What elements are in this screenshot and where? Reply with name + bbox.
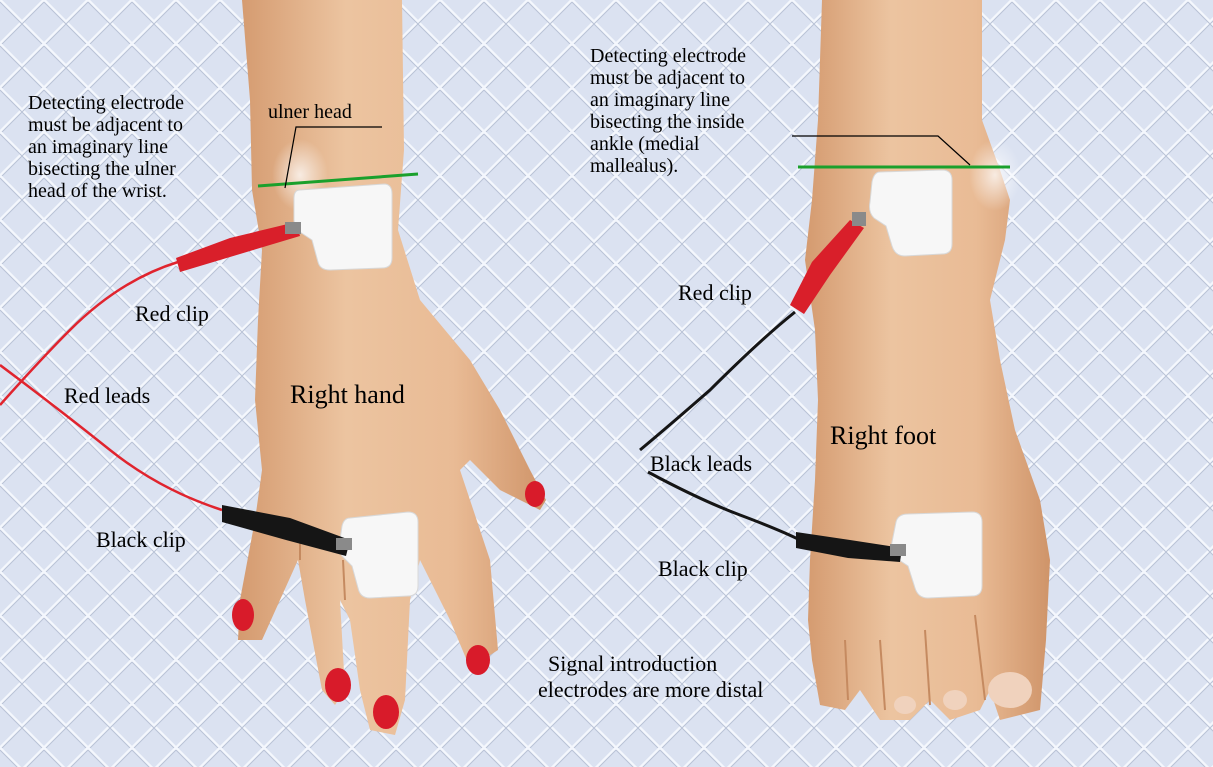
black-clip-toe-jaw — [890, 544, 906, 556]
note-line: must be adjacent to — [28, 114, 184, 136]
caption-line: Signal introduction — [548, 651, 763, 677]
note-line: an imaginary line — [590, 89, 746, 111]
fingernail — [232, 599, 254, 631]
fingernail — [325, 668, 351, 702]
toenail — [894, 696, 916, 714]
foot-black-clip-label: Black clip — [658, 557, 748, 581]
black-clip-jaw — [336, 538, 352, 550]
note-line: head of the wrist. — [28, 180, 184, 202]
foot-red-clip-label: Red clip — [678, 281, 752, 305]
signal-electrodes-caption: Signal introduction electrodes are more … — [548, 651, 763, 703]
red-clip-ankle-jaw — [852, 212, 866, 226]
hand-red-clip-label: Red clip — [135, 302, 209, 326]
note-line: an imaginary line — [28, 136, 184, 158]
fingernail — [466, 645, 490, 675]
toenail — [988, 672, 1032, 708]
caption-line: electrodes are more distal — [538, 677, 763, 703]
right-hand-title: Right hand — [290, 381, 405, 409]
note-line: Detecting electrode — [590, 45, 746, 67]
ulner-head-label: ulner head — [268, 101, 352, 123]
toenail — [943, 690, 967, 710]
hand-electrode-note: Detecting electrode must be adjacent to … — [28, 92, 184, 202]
fingernail — [525, 481, 545, 507]
red-clip-jaw — [285, 222, 301, 234]
note-line: must be adjacent to — [590, 67, 746, 89]
black-leads-label: Black leads — [650, 452, 752, 476]
note-line: bisecting the ulner — [28, 158, 184, 180]
red-leads-label: Red leads — [64, 384, 150, 408]
note-line: bisecting the inside — [590, 111, 746, 133]
note-line: ankle (medial — [590, 133, 746, 155]
foot-electrode-note: Detecting electrode must be adjacent to … — [590, 45, 746, 177]
hand-black-clip-label: Black clip — [96, 528, 186, 552]
fingernail — [373, 695, 399, 729]
note-line: mallealus). — [590, 155, 746, 177]
note-line: Detecting electrode — [28, 92, 184, 114]
right-foot-title: Right foot — [830, 422, 936, 450]
medial-malleolus-highlight — [969, 139, 1021, 211]
